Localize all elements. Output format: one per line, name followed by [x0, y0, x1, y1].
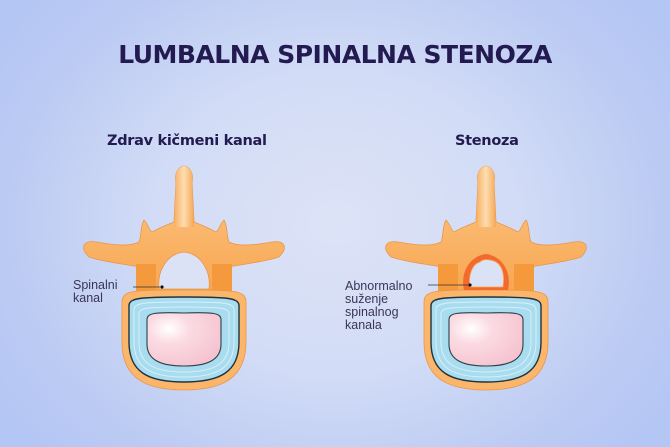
label-line: Spinalni [73, 278, 118, 292]
healthy-vertebra [82, 165, 286, 391]
label-line: kanala [345, 318, 382, 332]
label-line: Abnormalno [345, 279, 413, 293]
page-title: LUMBALNA SPINALNA STENOZA [118, 40, 552, 69]
stenosis-label: Abnormalno suženje spinalnog kanala [345, 280, 412, 332]
stenosis-heading: Stenoza [455, 133, 519, 149]
pointer-dot-right [468, 283, 472, 287]
label-line: suženje [345, 292, 389, 306]
spinal-canal-label: Spinalni kanal [73, 279, 117, 305]
stenosis-vertebra [384, 165, 588, 391]
label-line: kanal [73, 291, 103, 305]
label-line: spinalnog [345, 305, 399, 319]
healthy-canal-heading: Zdrav kičmeni kanal [107, 133, 267, 149]
pointer-dot-left [160, 285, 164, 289]
